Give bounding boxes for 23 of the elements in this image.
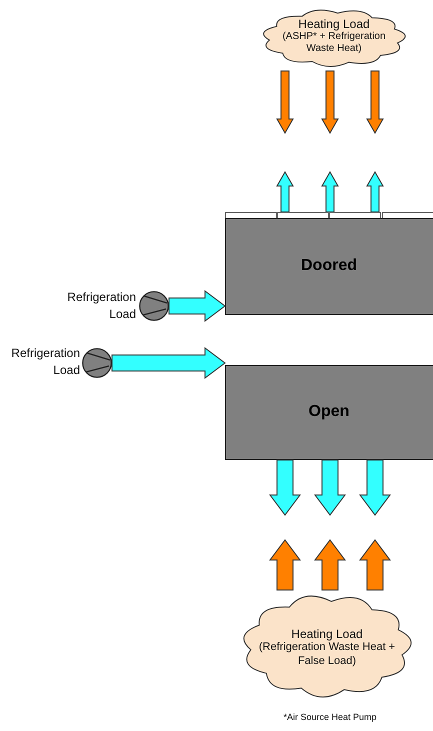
cloud-text: (ASHP* + Refrigeration Waste Heat) — [281, 31, 387, 56]
cloud-heading: Heating Load — [290, 627, 364, 642]
compressor-label: Refrigeration Load — [10, 345, 80, 380]
block-arrow — [276, 70, 294, 134]
block-arrow — [321, 171, 339, 212]
block-arrow — [269, 539, 301, 590]
block-arrow — [359, 460, 391, 516]
block-arrow — [269, 460, 301, 516]
cloud-heading: Heating Load — [297, 17, 371, 32]
case-label: Open — [308, 402, 350, 420]
footnote: *Air Source Heat Pump — [282, 712, 378, 722]
block-arrow — [112, 347, 226, 379]
block-arrow — [168, 290, 226, 322]
block-arrow — [321, 70, 339, 134]
block-arrow — [276, 171, 294, 212]
case-label: Doored — [300, 256, 358, 274]
block-arrow — [314, 539, 346, 590]
block-arrow — [359, 539, 391, 590]
block-arrow — [366, 70, 384, 134]
block-arrow — [366, 171, 384, 212]
block-arrow — [314, 460, 346, 516]
cloud-text: (Refrigeration Waste Heat + False Load) — [258, 641, 396, 668]
compressor-label: Refrigeration Load — [66, 289, 136, 324]
